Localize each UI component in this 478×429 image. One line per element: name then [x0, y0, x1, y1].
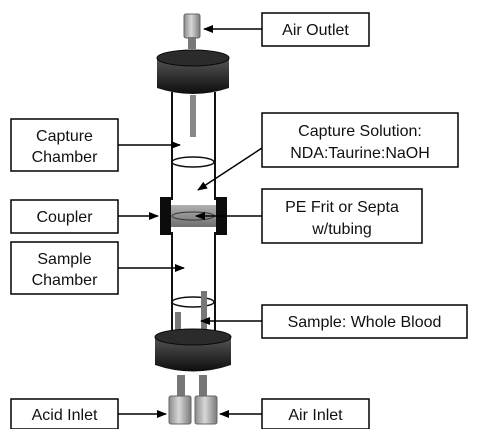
capture-solution-meniscus	[171, 156, 215, 168]
label-air-inlet: Air Inlet	[261, 398, 370, 429]
label-capture-solution: Capture Solution: NDA:Taurine:NaOH	[261, 112, 459, 168]
bottom-cap	[154, 328, 232, 372]
sample-chamber-text-2: Chamber	[32, 272, 98, 289]
label-sample-chamber: Sample Chamber	[10, 241, 119, 295]
sample-chamber-text-1: Sample	[37, 251, 91, 268]
apparatus	[154, 13, 232, 425]
air-outlet-text: Air Outlet	[282, 22, 349, 39]
capture-chamber-text-1: Capture	[36, 128, 93, 145]
label-coupler: Coupler	[10, 199, 119, 234]
capture-solution-text-1: Capture Solution:	[298, 123, 422, 140]
acid-inlet-text: Acid Inlet	[32, 407, 98, 424]
arrow-capture-solution	[197, 147, 263, 191]
sample-meniscus	[171, 296, 215, 308]
capture-chamber-text-2: Chamber	[32, 149, 98, 166]
pe-frit-text-2: w/tubing	[311, 221, 372, 238]
label-acid-inlet: Acid Inlet	[10, 398, 119, 429]
air-inlet-text: Air Inlet	[288, 407, 343, 424]
sample-chamber	[171, 232, 216, 338]
label-air-outlet: Air Outlet	[261, 12, 370, 47]
label-capture-chamber: Capture Chamber	[10, 118, 119, 172]
sample-text: Sample: Whole Blood	[288, 314, 442, 331]
pe-frit-text-1: PE Frit or Septa	[285, 199, 399, 216]
coupler-text: Coupler	[36, 209, 93, 226]
label-sample: Sample: Whole Blood	[261, 304, 468, 339]
label-pe-frit: PE Frit or Septa w/tubing	[261, 188, 423, 244]
top-cap	[156, 49, 230, 94]
inlet-tubes	[168, 375, 218, 425]
air-outlet-tube	[183, 13, 201, 49]
capture-solution-text-2: NDA:Taurine:NaOH	[290, 145, 430, 162]
